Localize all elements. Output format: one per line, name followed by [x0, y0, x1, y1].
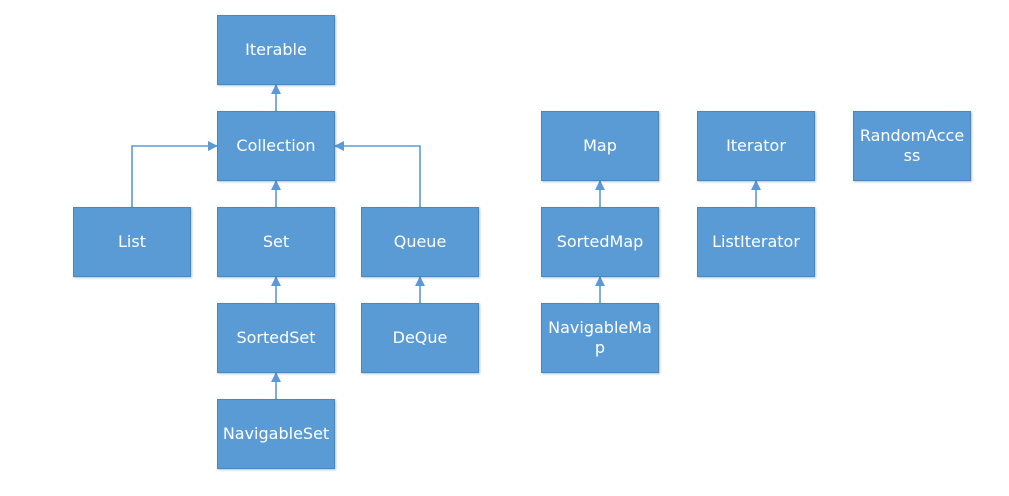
iterator-label: Iterator — [726, 136, 786, 155]
collection-node: Collection — [217, 111, 335, 181]
queue-label: Queue — [393, 232, 447, 251]
list-node: List — [73, 207, 191, 277]
set-label: Set — [262, 232, 290, 251]
map-label: Map — [583, 136, 617, 155]
queue-node: Queue — [361, 207, 479, 277]
iterable-node: Iterable — [217, 15, 335, 85]
navigablemap-label: NavigableMap — [548, 318, 652, 357]
deque-node: DeQue — [361, 303, 479, 373]
edge-list-to-collection — [131, 141, 218, 207]
sortedmap-label: SortedMap — [556, 232, 644, 251]
deque-label: DeQue — [392, 328, 448, 347]
iterator-node: Iterator — [697, 111, 815, 181]
sortedset-label: SortedSet — [236, 328, 316, 347]
navigableset-label: NavigableSet — [222, 424, 330, 443]
navigablemap-node: NavigableMap — [541, 303, 659, 373]
edge-queue-to-collection — [334, 141, 421, 207]
listiterator-label: ListIterator — [712, 232, 800, 251]
randomaccess-node: RandomAccess — [853, 111, 971, 181]
collection-label: Collection — [236, 136, 316, 155]
map-node: Map — [541, 111, 659, 181]
set-node: Set — [217, 207, 335, 277]
sortedmap-node: SortedMap — [541, 207, 659, 277]
iterable-label: Iterable — [245, 40, 307, 59]
sortedset-node: SortedSet — [217, 303, 335, 373]
listiterator-node: ListIterator — [697, 207, 815, 277]
navigableset-node: NavigableSet — [217, 399, 335, 469]
randomaccess-label: RandomAccess — [859, 126, 965, 165]
list-label: List — [118, 232, 146, 251]
